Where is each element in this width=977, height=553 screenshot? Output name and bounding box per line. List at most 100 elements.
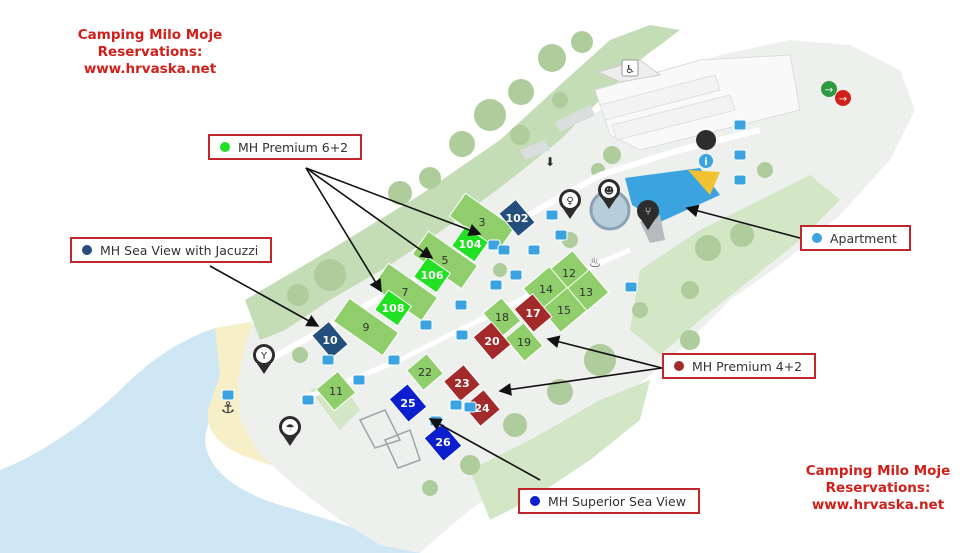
lot-18[interactable]: 18 — [482, 297, 522, 337]
legend-premium-6-2[interactable]: MH Premium 6+2 — [208, 134, 363, 160]
toilet-icon[interactable]: ♀ — [559, 189, 581, 219]
lot-shape — [540, 286, 588, 334]
lot-11[interactable]: 11 — [315, 370, 357, 412]
svg-text:⬇: ⬇ — [545, 155, 555, 169]
apartment-yellow — [688, 170, 720, 195]
brand-name: Camping Milo Moje — [77, 27, 223, 43]
legend-superior-sea-view[interactable]: MH Superior Sea View — [518, 488, 700, 514]
legend-dot — [220, 142, 230, 152]
lot-shape — [412, 256, 452, 294]
lot-shape — [462, 388, 502, 428]
brand-bottom-right: Camping Milo Moje Reservations: www.hrva… — [788, 463, 968, 514]
dog-icon[interactable]: ⬇ — [545, 155, 555, 169]
lot-shape — [442, 363, 482, 403]
lot-number: 11 — [329, 385, 343, 398]
lot-number: 14 — [539, 283, 553, 296]
north-buildings — [520, 105, 595, 160]
legend-label: Apartment — [830, 230, 897, 246]
brand-url[interactable]: www.hrvaska.net — [83, 61, 217, 77]
lot-108[interactable]: 108 — [373, 289, 413, 327]
lot-shape — [504, 322, 544, 362]
lot-shape — [388, 383, 428, 423]
legend-dot — [674, 361, 684, 371]
lot-shape — [498, 198, 536, 238]
svg-text:⑂: ⑂ — [645, 205, 652, 218]
beach-umbrella-icon[interactable]: ☂ — [279, 416, 301, 446]
svg-text:☂: ☂ — [286, 423, 295, 434]
lot-104[interactable]: 104 — [450, 225, 490, 263]
legend-label: MH Sea View with Jacuzzi — [100, 242, 259, 258]
exit-icon[interactable]: → — [835, 90, 851, 106]
svg-text:→: → — [839, 94, 847, 105]
info-icon[interactable]: i — [696, 130, 717, 178]
lot-number: 7 — [402, 286, 409, 299]
svg-text:i: i — [704, 157, 707, 168]
lot-number: 23 — [454, 377, 469, 390]
forest-east — [630, 175, 840, 355]
lot-9[interactable]: 9 — [332, 297, 400, 357]
parking-icon[interactable]: ♿ — [621, 59, 639, 77]
lot-20[interactable]: 20 — [472, 321, 512, 361]
lot-number: 26 — [435, 436, 451, 449]
lot-26[interactable]: 26 — [423, 422, 463, 462]
legend-dot — [530, 496, 540, 506]
legend-label: MH Premium 4+2 — [692, 358, 803, 374]
lot-15[interactable]: 15 — [540, 286, 588, 334]
parking-rows — [599, 74, 736, 141]
svg-text:♀: ♀ — [566, 196, 573, 207]
lot-shape — [373, 289, 413, 327]
brand-top-left: Camping Milo Moje Reservations: www.hrva… — [60, 27, 240, 78]
lot-number: 22 — [418, 366, 432, 379]
cocktail-icon[interactable]: Y — [253, 344, 275, 374]
lot-number: 108 — [382, 302, 405, 315]
lot-number: 5 — [442, 254, 449, 267]
svg-text:♿: ♿ — [625, 63, 635, 76]
shower-icon[interactable]: ♨ — [589, 255, 602, 271]
legend-apartment[interactable]: Apartment — [800, 225, 911, 251]
lot-number: 20 — [484, 335, 500, 348]
utility-markers — [221, 119, 747, 427]
legend-dot — [82, 245, 92, 255]
lot-25[interactable]: 25 — [388, 383, 428, 423]
restaurant-icon[interactable]: ⑂ — [637, 200, 659, 230]
lot-number: 9 — [363, 321, 370, 334]
brand-url[interactable]: www.hrvaska.net — [811, 497, 945, 513]
lot-shape — [332, 297, 400, 357]
lot-22[interactable]: 22 — [405, 352, 445, 392]
legend-label: MH Superior Sea View — [548, 493, 686, 509]
lot-shape — [472, 321, 512, 361]
lot-number: 10 — [322, 334, 338, 347]
legend-premium-4-2[interactable]: MH Premium 4+2 — [662, 353, 817, 379]
entrance-icon[interactable]: → — [821, 81, 837, 97]
lot-number: 15 — [557, 304, 571, 317]
lot-106[interactable]: 106 — [412, 256, 452, 294]
anchor-icon[interactable]: ⚓ — [221, 398, 235, 417]
svg-text:☻: ☻ — [604, 185, 614, 197]
lot-10[interactable]: 10 — [311, 320, 349, 360]
lot-number: 12 — [562, 267, 576, 280]
svg-text:♨: ♨ — [589, 255, 602, 271]
lot-24[interactable]: 24 — [462, 388, 502, 428]
lot-number: 102 — [506, 212, 529, 225]
lot-102[interactable]: 102 — [498, 198, 536, 238]
lot-shape — [405, 352, 445, 392]
brand-name: Camping Milo Moje — [805, 463, 951, 479]
forest — [245, 25, 680, 340]
brand-reservations: Reservations: — [97, 44, 203, 60]
brand-reservations: Reservations: — [825, 480, 931, 496]
legend-sea-view-jacuzzi[interactable]: MH Sea View with Jacuzzi — [70, 237, 273, 263]
lot-17[interactable]: 17 — [513, 293, 553, 333]
lot-number: 19 — [517, 336, 531, 349]
lot-number: 13 — [579, 286, 593, 299]
lot-number: 106 — [421, 269, 444, 282]
lot-shape — [311, 320, 349, 360]
lot-shape — [315, 370, 357, 412]
trees — [287, 31, 773, 496]
lot-number: 24 — [474, 402, 490, 415]
people-icon[interactable]: ☻ — [598, 179, 620, 209]
lot-19[interactable]: 19 — [504, 322, 544, 362]
court-1 — [358, 409, 402, 449]
lot-23[interactable]: 23 — [442, 363, 482, 403]
svg-text:⚓: ⚓ — [221, 398, 235, 417]
